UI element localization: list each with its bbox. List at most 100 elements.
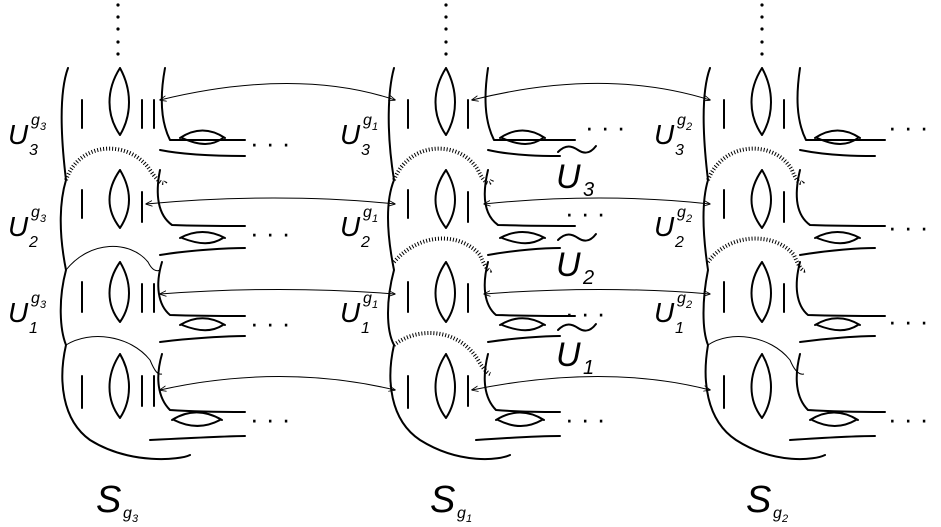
ellipsis-col2-2: · · · xyxy=(565,198,605,228)
svg-text:U: U xyxy=(340,119,361,150)
region-label-u3-g2: U g 2 3 xyxy=(654,112,692,159)
region-label-u2-g3: U g 3 2 xyxy=(8,204,47,251)
handle-row-col3-3 xyxy=(723,67,886,157)
svg-text:3: 3 xyxy=(132,513,139,525)
arrow-row0-left xyxy=(160,376,395,391)
surface-label-s-g1: S g 1 xyxy=(430,479,472,525)
identification-arrows xyxy=(146,83,710,391)
region-label-u3-g1: U g 1 3 xyxy=(340,112,378,159)
surface-labels: S g 3 S g 1 S g 2 xyxy=(96,479,788,525)
surface-outline-col2 xyxy=(387,67,511,461)
dotted-seam-col3-mid xyxy=(706,236,808,273)
svg-text:g: g xyxy=(677,112,686,129)
svg-text:g: g xyxy=(457,505,466,522)
seam-col1-low xyxy=(65,336,163,375)
svg-text:2: 2 xyxy=(360,234,370,251)
region-label-u1-g2: U g 2 1 xyxy=(654,290,692,337)
svg-text:U: U xyxy=(340,211,361,242)
svg-text:3: 3 xyxy=(29,142,38,159)
svg-text:U: U xyxy=(8,211,29,242)
svg-text:3: 3 xyxy=(40,299,47,311)
dotted-seam-col2-mid xyxy=(392,236,494,273)
svg-text:3: 3 xyxy=(675,142,684,159)
svg-text:U: U xyxy=(654,119,675,150)
surface-outline-col3 xyxy=(702,67,826,461)
vertical-dots-col2 xyxy=(444,3,448,56)
handle-row-col1-2 xyxy=(81,169,246,256)
handle-row-col1-0 xyxy=(81,353,246,441)
svg-text:2: 2 xyxy=(781,513,788,525)
svg-text:1: 1 xyxy=(372,121,378,133)
handle-row-col1-3 xyxy=(81,67,246,157)
surface-label-s-g2: S g 2 xyxy=(746,479,788,525)
svg-text:g: g xyxy=(31,290,40,307)
handle-row-col3-2 xyxy=(723,169,886,256)
ellipsis-col1-1: · · · xyxy=(250,308,290,338)
tilde-mark-u2 xyxy=(557,233,597,242)
svg-text:2: 2 xyxy=(685,121,692,133)
surface-label-s-g3: S g 3 xyxy=(96,479,139,525)
region-label-u1-g3: U g 3 1 xyxy=(8,290,47,337)
svg-text:2: 2 xyxy=(685,213,692,225)
svg-text:S: S xyxy=(96,479,121,521)
region-labels-col3: U g 2 3 U g 2 2 U g 2 1 xyxy=(654,112,692,337)
svg-text:U: U xyxy=(556,246,581,284)
vertical-dots-col1 xyxy=(116,3,120,56)
svg-text:1: 1 xyxy=(372,213,378,225)
ellipsis-col2-0: · · · xyxy=(565,404,605,434)
seam-col3-low xyxy=(707,336,805,375)
handle-row-col1-1 xyxy=(81,261,246,343)
svg-text:U: U xyxy=(8,297,29,328)
arrow-row2-right xyxy=(484,197,710,204)
svg-text:S: S xyxy=(430,479,455,521)
svg-text:U: U xyxy=(654,297,675,328)
region-labels-col2: U g 1 3 U g 1 2 U g 1 1 xyxy=(340,112,378,337)
tilde-mark-u3 xyxy=(557,145,597,154)
handle-row-col2-3 xyxy=(407,67,576,157)
svg-text:1: 1 xyxy=(372,299,378,311)
tilde-mark-u1 xyxy=(557,323,597,332)
svg-text:3: 3 xyxy=(583,179,594,201)
handle-row-col3-0 xyxy=(723,353,886,441)
tilde-label-u1: U 1 xyxy=(556,323,597,379)
svg-text:3: 3 xyxy=(40,121,47,133)
ellipsis-col3-2: · · · xyxy=(888,212,928,242)
handle-row-col2-0 xyxy=(407,353,561,441)
ellipsis-col2-1: · · · xyxy=(565,298,605,328)
dotted-seam-col2-low xyxy=(392,331,493,377)
arrow-row3-right xyxy=(472,83,710,101)
seam-col1-mid xyxy=(65,245,161,272)
vertical-dots-col3 xyxy=(760,3,764,56)
surface-column-2: · · · · · · · · · · · · xyxy=(387,3,625,461)
svg-text:2: 2 xyxy=(685,299,692,311)
svg-text:U: U xyxy=(556,336,581,374)
svg-text:1: 1 xyxy=(361,320,370,337)
svg-text:1: 1 xyxy=(29,320,38,337)
dotted-seam-col1-top xyxy=(64,146,168,185)
svg-text:U: U xyxy=(654,211,675,242)
svg-text:U: U xyxy=(556,158,581,196)
ellipsis-col3-0: · · · xyxy=(888,404,928,434)
tilde-labels: U 3 U 2 U 1 xyxy=(556,145,597,379)
svg-text:g: g xyxy=(363,204,372,221)
svg-text:U: U xyxy=(8,119,29,150)
svg-text:1: 1 xyxy=(466,513,472,525)
ellipsis-col1-0: · · · xyxy=(250,404,290,434)
surface-column-1: · · · · · · · · · · · · xyxy=(59,3,290,461)
region-label-u1-g1: U g 1 1 xyxy=(340,290,378,337)
arrow-row3-left xyxy=(160,83,395,101)
svg-text:2: 2 xyxy=(674,234,684,251)
handle-row-col2-2 xyxy=(407,169,576,256)
svg-text:g: g xyxy=(773,505,782,522)
svg-text:g: g xyxy=(677,290,686,307)
svg-text:g: g xyxy=(31,112,40,129)
ellipsis-col3-1: · · · xyxy=(888,306,928,336)
dotted-seam-col3-top xyxy=(706,146,806,185)
handle-row-col3-1 xyxy=(723,261,886,343)
ellipsis-col2-3: · · · xyxy=(585,112,625,142)
svg-text:g: g xyxy=(677,204,686,221)
region-label-u3-g3: U g 3 3 xyxy=(8,112,47,159)
arrow-row1-left xyxy=(160,289,395,295)
